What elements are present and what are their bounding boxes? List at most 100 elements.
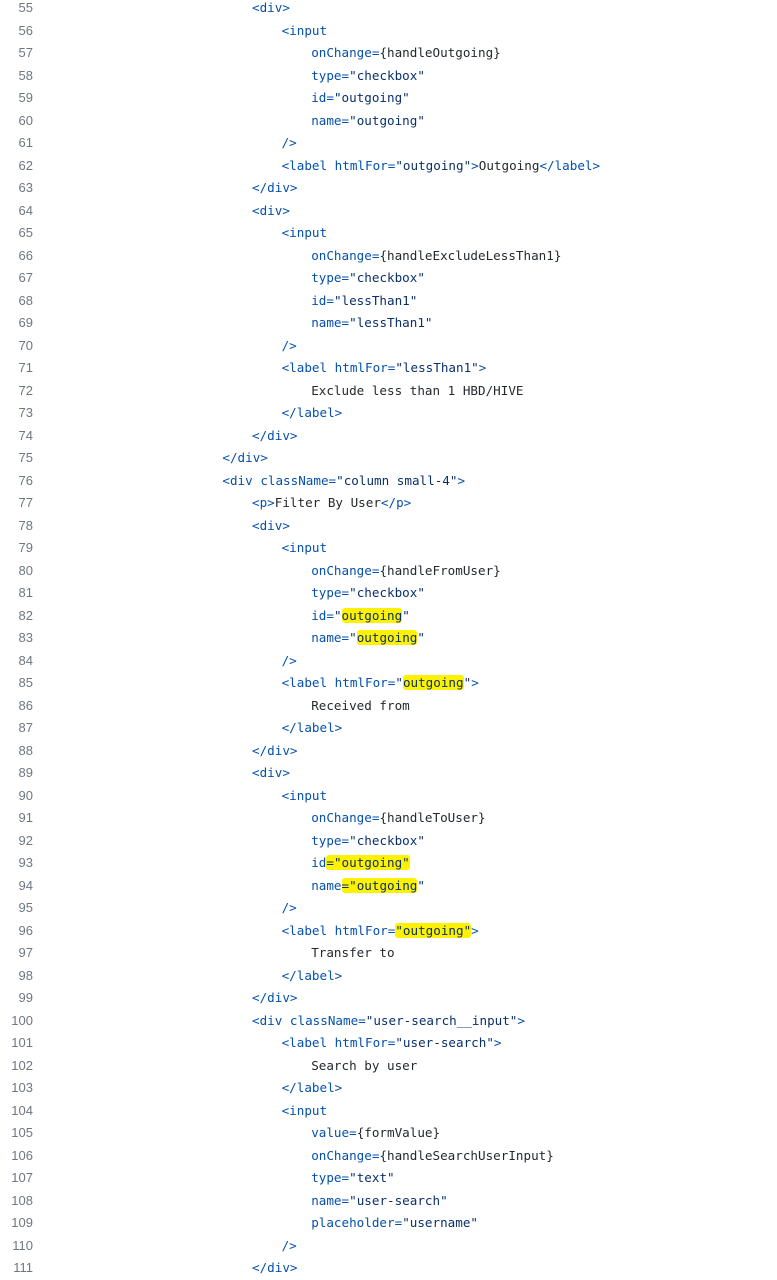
code-text: type="checkbox": [311, 65, 425, 88]
code-token: <label: [281, 922, 335, 938]
line-number: 67: [18, 270, 33, 285]
code-line: 76<div className="column small-4">: [0, 470, 777, 493]
line-number: 88: [18, 742, 33, 758]
code-text: />: [282, 132, 297, 155]
code-text: <div>: [252, 515, 290, 538]
code-text: type="text": [311, 1167, 394, 1190]
code-token: type=: [311, 270, 350, 285]
code-text: </label>: [282, 717, 343, 740]
code-line: 99</div>: [0, 987, 777, 1010]
line-number: 92: [18, 832, 33, 848]
code-token: type=: [311, 67, 350, 83]
code-text: />: [282, 1235, 297, 1258]
code-text: Search by user: [311, 1055, 417, 1078]
code-token: name=: [311, 630, 350, 645]
code-token: />: [281, 135, 297, 150]
line-number: 63: [18, 180, 33, 195]
code-text: onChange={handleExcludeLessThan1}: [311, 245, 561, 268]
line-number: 107: [11, 1170, 33, 1185]
line-number: 93: [18, 855, 33, 870]
line-number: 95: [18, 900, 33, 915]
line-number: 108: [11, 1192, 33, 1208]
code-text: <div>: [252, 200, 290, 223]
line-number: 89: [18, 765, 33, 780]
code-text: placeholder="username": [311, 1212, 478, 1235]
code-text: <input: [282, 537, 328, 560]
code-line: 78<div>: [0, 515, 777, 538]
code-token: <div>: [252, 202, 290, 218]
line-number: 85: [18, 675, 33, 690]
code-text: <label htmlFor="outgoing">: [282, 672, 479, 695]
code-text: <label htmlFor="lessThan1">: [282, 357, 487, 380]
code-line: 75</div>: [0, 447, 777, 470]
line-number: 62: [18, 157, 33, 173]
line-number: 69: [18, 315, 33, 330]
code-text: <input: [282, 1100, 328, 1123]
line-number: 82: [18, 607, 33, 623]
code-token: name=: [311, 1192, 350, 1208]
code-token: {handleFromUser}: [379, 562, 501, 578]
line-number: 77: [18, 495, 33, 510]
code-text: onChange={handleSearchUserInput}: [311, 1145, 554, 1168]
code-line: 56<input: [0, 20, 777, 43]
line-number: 94: [18, 877, 33, 893]
code-token: >: [478, 360, 487, 375]
code-text: Exclude less than 1 HBD/HIVE: [311, 380, 523, 403]
code-token: Exclude less than 1 HBD/HIVE: [311, 382, 524, 398]
line-number: 79: [18, 540, 33, 555]
code-token: placeholder=: [311, 1215, 403, 1230]
code-token: </p>: [380, 495, 412, 510]
code-token: >: [517, 1012, 525, 1028]
code-text: <label htmlFor="user-search">: [282, 1032, 502, 1055]
code-text: id="outgoing": [311, 87, 410, 110]
code-text: </div>: [222, 447, 268, 470]
code-token: </label>: [281, 967, 343, 983]
line-number: 86: [18, 697, 33, 713]
code-line: 104<input: [0, 1100, 777, 1123]
highlighted-token: outgoing: [341, 607, 403, 623]
code-token: <div: [222, 472, 261, 488]
code-text: <label htmlFor="outgoing">Outgoing</labe…: [282, 155, 601, 178]
code-token: ": [395, 675, 403, 690]
code-token: <input: [281, 225, 328, 240]
code-text: id="outgoing": [311, 605, 410, 628]
line-number: 96: [18, 922, 33, 938]
line-number: 83: [18, 630, 33, 645]
code-line: 65<input: [0, 222, 777, 245]
code-token: >: [493, 1035, 502, 1050]
code-token: "lessThan1": [349, 315, 433, 330]
code-token: Filter By User: [274, 495, 381, 510]
code-token: id=: [311, 90, 334, 105]
code-text: <label htmlFor="outgoing">: [282, 920, 479, 943]
code-line: 100<div className="user-search__input">: [0, 1010, 777, 1033]
code-token: id=: [311, 607, 334, 623]
code-line: 74</div>: [0, 425, 777, 448]
code-line: 90<input: [0, 785, 777, 808]
code-token: Search by user: [311, 1057, 418, 1073]
line-number: 61: [18, 135, 33, 150]
code-line: 70/>: [0, 335, 777, 358]
highlighted-token: ="outgoing": [326, 855, 410, 870]
line-number: 109: [11, 1215, 33, 1230]
code-token: >: [471, 922, 479, 938]
code-token: <input: [281, 1102, 328, 1118]
code-token: />: [281, 900, 297, 915]
code-text: onChange={handleFromUser}: [311, 560, 501, 583]
code-line: 87</label>: [0, 717, 777, 740]
code-token: "checkbox": [349, 270, 425, 285]
code-line: 84/>: [0, 650, 777, 673]
code-token: name: [311, 877, 342, 893]
line-number: 98: [18, 967, 33, 983]
code-token: <div>: [252, 517, 290, 533]
code-token: </div>: [252, 180, 298, 195]
code-line: 61 />: [0, 132, 777, 155]
code-text: Transfer to: [311, 942, 394, 965]
code-line: 82 id="outgoing": [0, 605, 777, 628]
